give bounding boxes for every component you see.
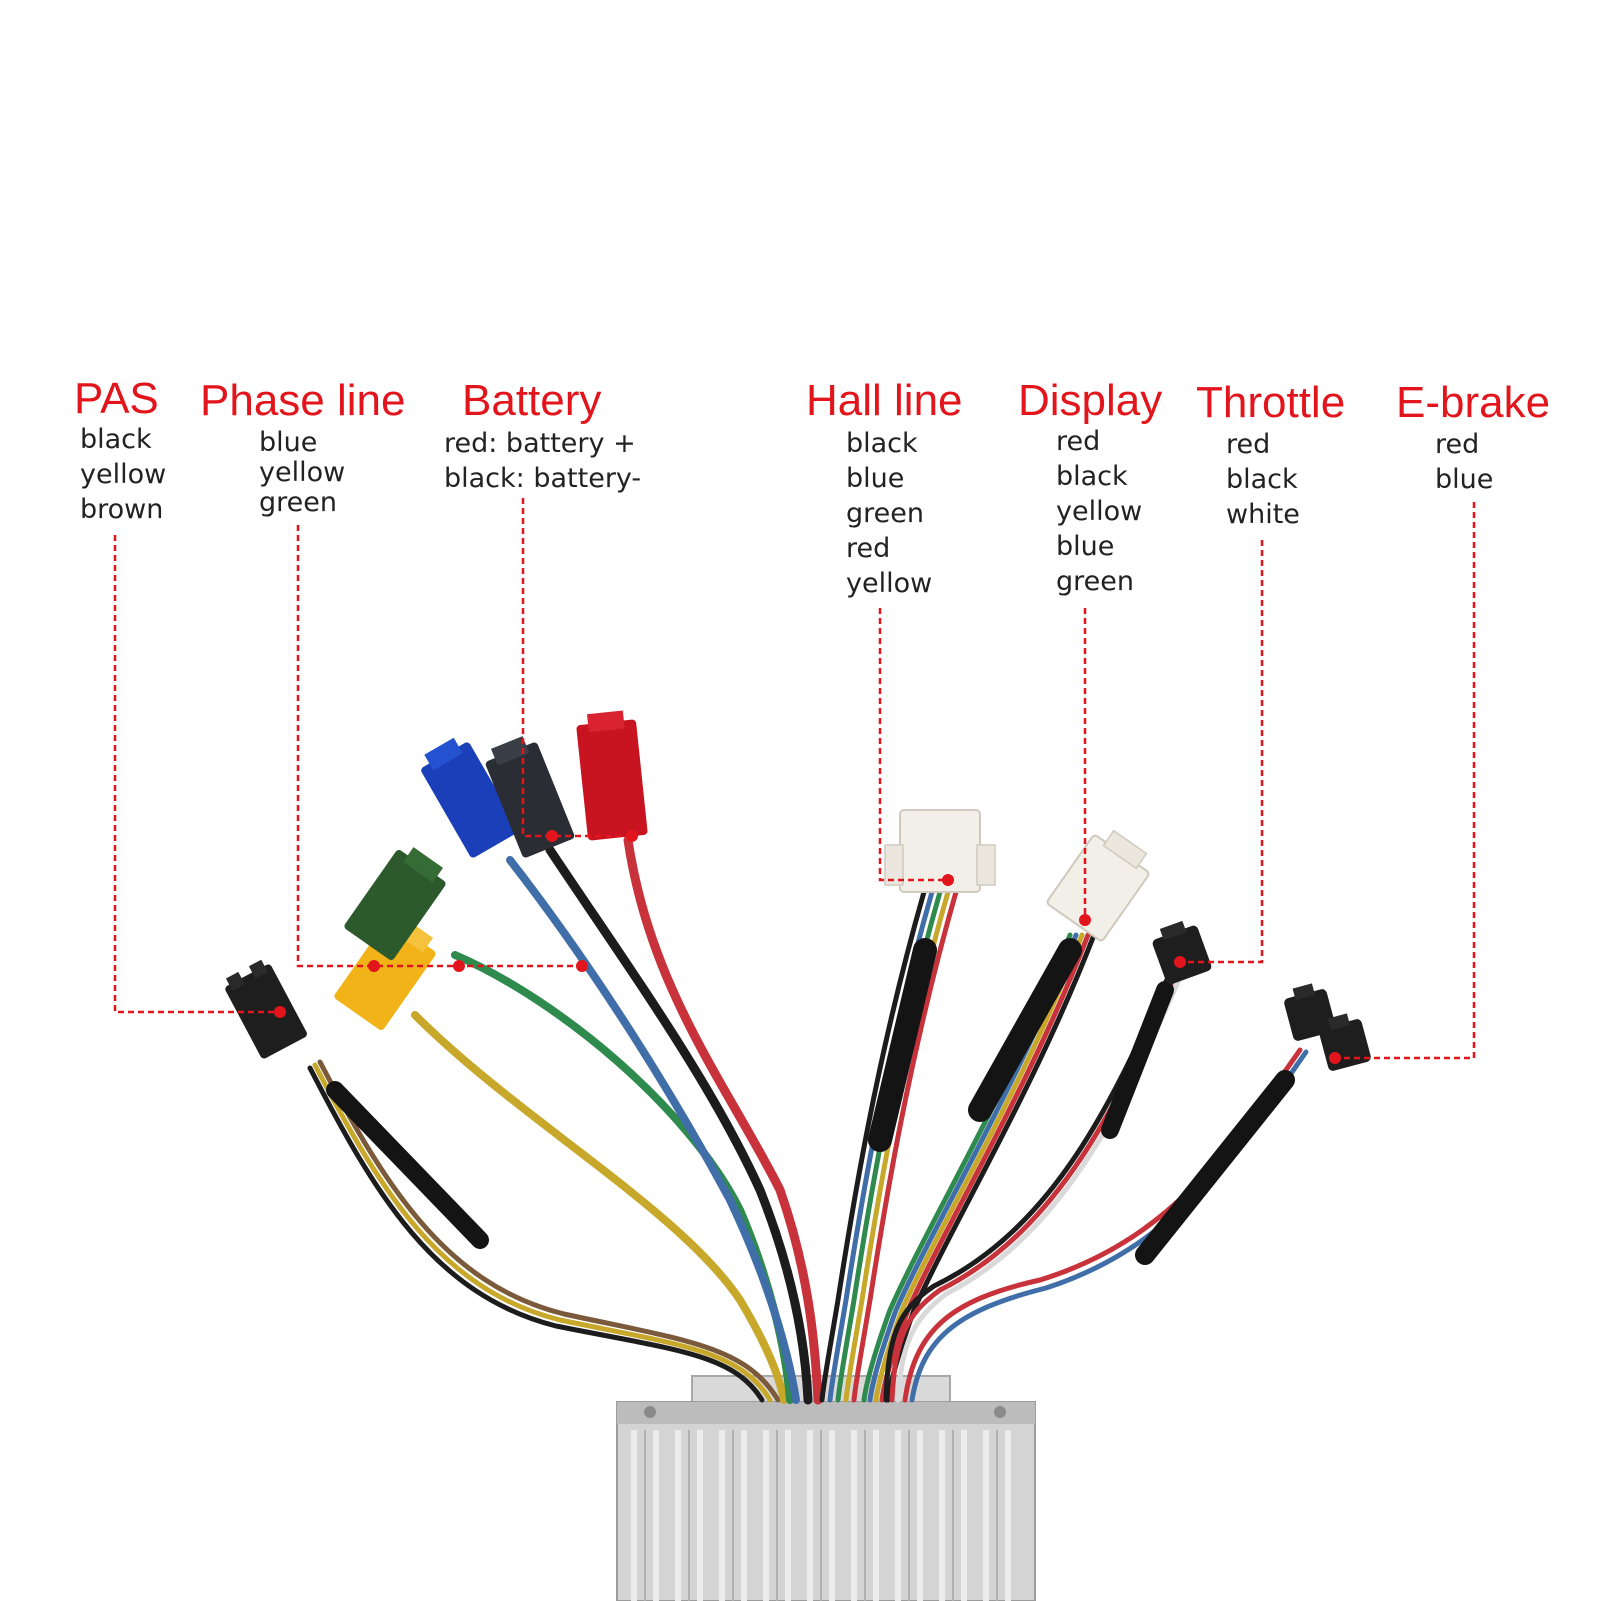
throttle-sleeve: [1101, 981, 1174, 1139]
ebrake-wire-1: blue: [1435, 464, 1493, 495]
leader-dots: [274, 830, 1341, 1064]
phase-dot-yellow: [368, 960, 380, 972]
ebrake-leader: [1335, 502, 1476, 1060]
controller-housing: [616, 1375, 1036, 1601]
throttle-wire-0: red: [1226, 429, 1270, 460]
phase-connector-green: [344, 847, 446, 960]
phase-connector-blue: [421, 737, 519, 858]
throttle-title: Throttle: [1196, 378, 1345, 427]
leader-lines: [113, 498, 1476, 1060]
phase-leader: [296, 525, 582, 968]
throttle-wire-2: white: [1226, 499, 1300, 530]
display-wire-1: black: [1056, 461, 1128, 492]
ebrake-title: E-brake: [1396, 378, 1550, 427]
ebrake-connector-top: [1284, 983, 1336, 1041]
display-wire-2: yellow: [1056, 496, 1142, 527]
ebrake-wire-0: red: [1435, 429, 1479, 460]
battery-wire-red: [623, 835, 823, 1405]
hall-sleeve: [868, 938, 937, 1152]
display-wire-3: blue: [1056, 531, 1114, 562]
throttle-dot: [1174, 956, 1186, 968]
throttle-wire-1: black: [1226, 464, 1298, 495]
ebrake-sleeve: [1135, 1070, 1295, 1265]
battery-wire-0: red: battery +: [444, 428, 636, 459]
battery-connector-red: [576, 710, 648, 841]
battery-wire-1: black: battery-: [444, 463, 641, 494]
pas-connector: [225, 959, 307, 1059]
ebrake-wire-red: [902, 1047, 1303, 1403]
hall-wire-1: blue: [846, 463, 904, 494]
hall-wire-black: [819, 889, 927, 1403]
pas-dot: [274, 1006, 286, 1018]
battery-dot-red: [626, 830, 638, 842]
battery-leader: [521, 498, 632, 838]
pas-leader: [113, 535, 280, 1014]
hall-dot: [942, 874, 954, 886]
display-sleeve: [968, 938, 1082, 1122]
display-dot: [1079, 914, 1091, 926]
hall-wire-red: [851, 889, 959, 1403]
display-wire-yellow: [873, 932, 1085, 1403]
throttle-connector: [1152, 920, 1212, 985]
labels: PAS black yellow brown Phase line blue y…: [74, 374, 1550, 599]
battery-connector-black: [485, 736, 575, 858]
pas-wire-0: black: [80, 424, 152, 455]
ebrake-dot: [1329, 1052, 1341, 1064]
phase-wire-blue: [506, 856, 800, 1404]
battery-title: Battery: [462, 376, 601, 425]
pas-sleeve: [326, 1081, 489, 1249]
wires: [307, 835, 1309, 1405]
pas-title: PAS: [74, 374, 159, 423]
hall-leader: [878, 608, 948, 882]
pas-wire-2: brown: [80, 494, 163, 525]
display-connector: [1046, 829, 1150, 942]
phase-wire-1: yellow: [259, 457, 345, 488]
pas-wire-black: [307, 1065, 765, 1403]
battery-wire-black: [545, 845, 813, 1405]
phase-wire-yellow: [411, 1011, 788, 1404]
phase-wire-2: green: [259, 487, 337, 518]
phase-dot-green: [453, 960, 465, 972]
hall-wire-0: black: [846, 428, 918, 459]
display-wire-4: green: [1056, 566, 1134, 597]
hall-wire-3: red: [846, 533, 890, 564]
phase-title: Phase line: [200, 376, 405, 425]
display-title: Display: [1018, 376, 1162, 425]
pas-wire-1: yellow: [80, 459, 166, 490]
hall-wire-4: yellow: [846, 568, 932, 599]
battery-dot-black: [546, 830, 558, 842]
phase-wire-0: blue: [259, 427, 317, 458]
hall-connector: [884, 809, 996, 893]
phase-dot-blue: [576, 960, 588, 972]
throttle-leader: [1180, 540, 1264, 964]
display-wire-0: red: [1056, 426, 1100, 457]
connectors: [225, 710, 1371, 1071]
pas-wire-brown: [317, 1059, 781, 1403]
hall-title: Hall line: [806, 376, 963, 425]
hall-wire-2: green: [846, 498, 924, 529]
pas-wire-yellow: [312, 1062, 773, 1403]
